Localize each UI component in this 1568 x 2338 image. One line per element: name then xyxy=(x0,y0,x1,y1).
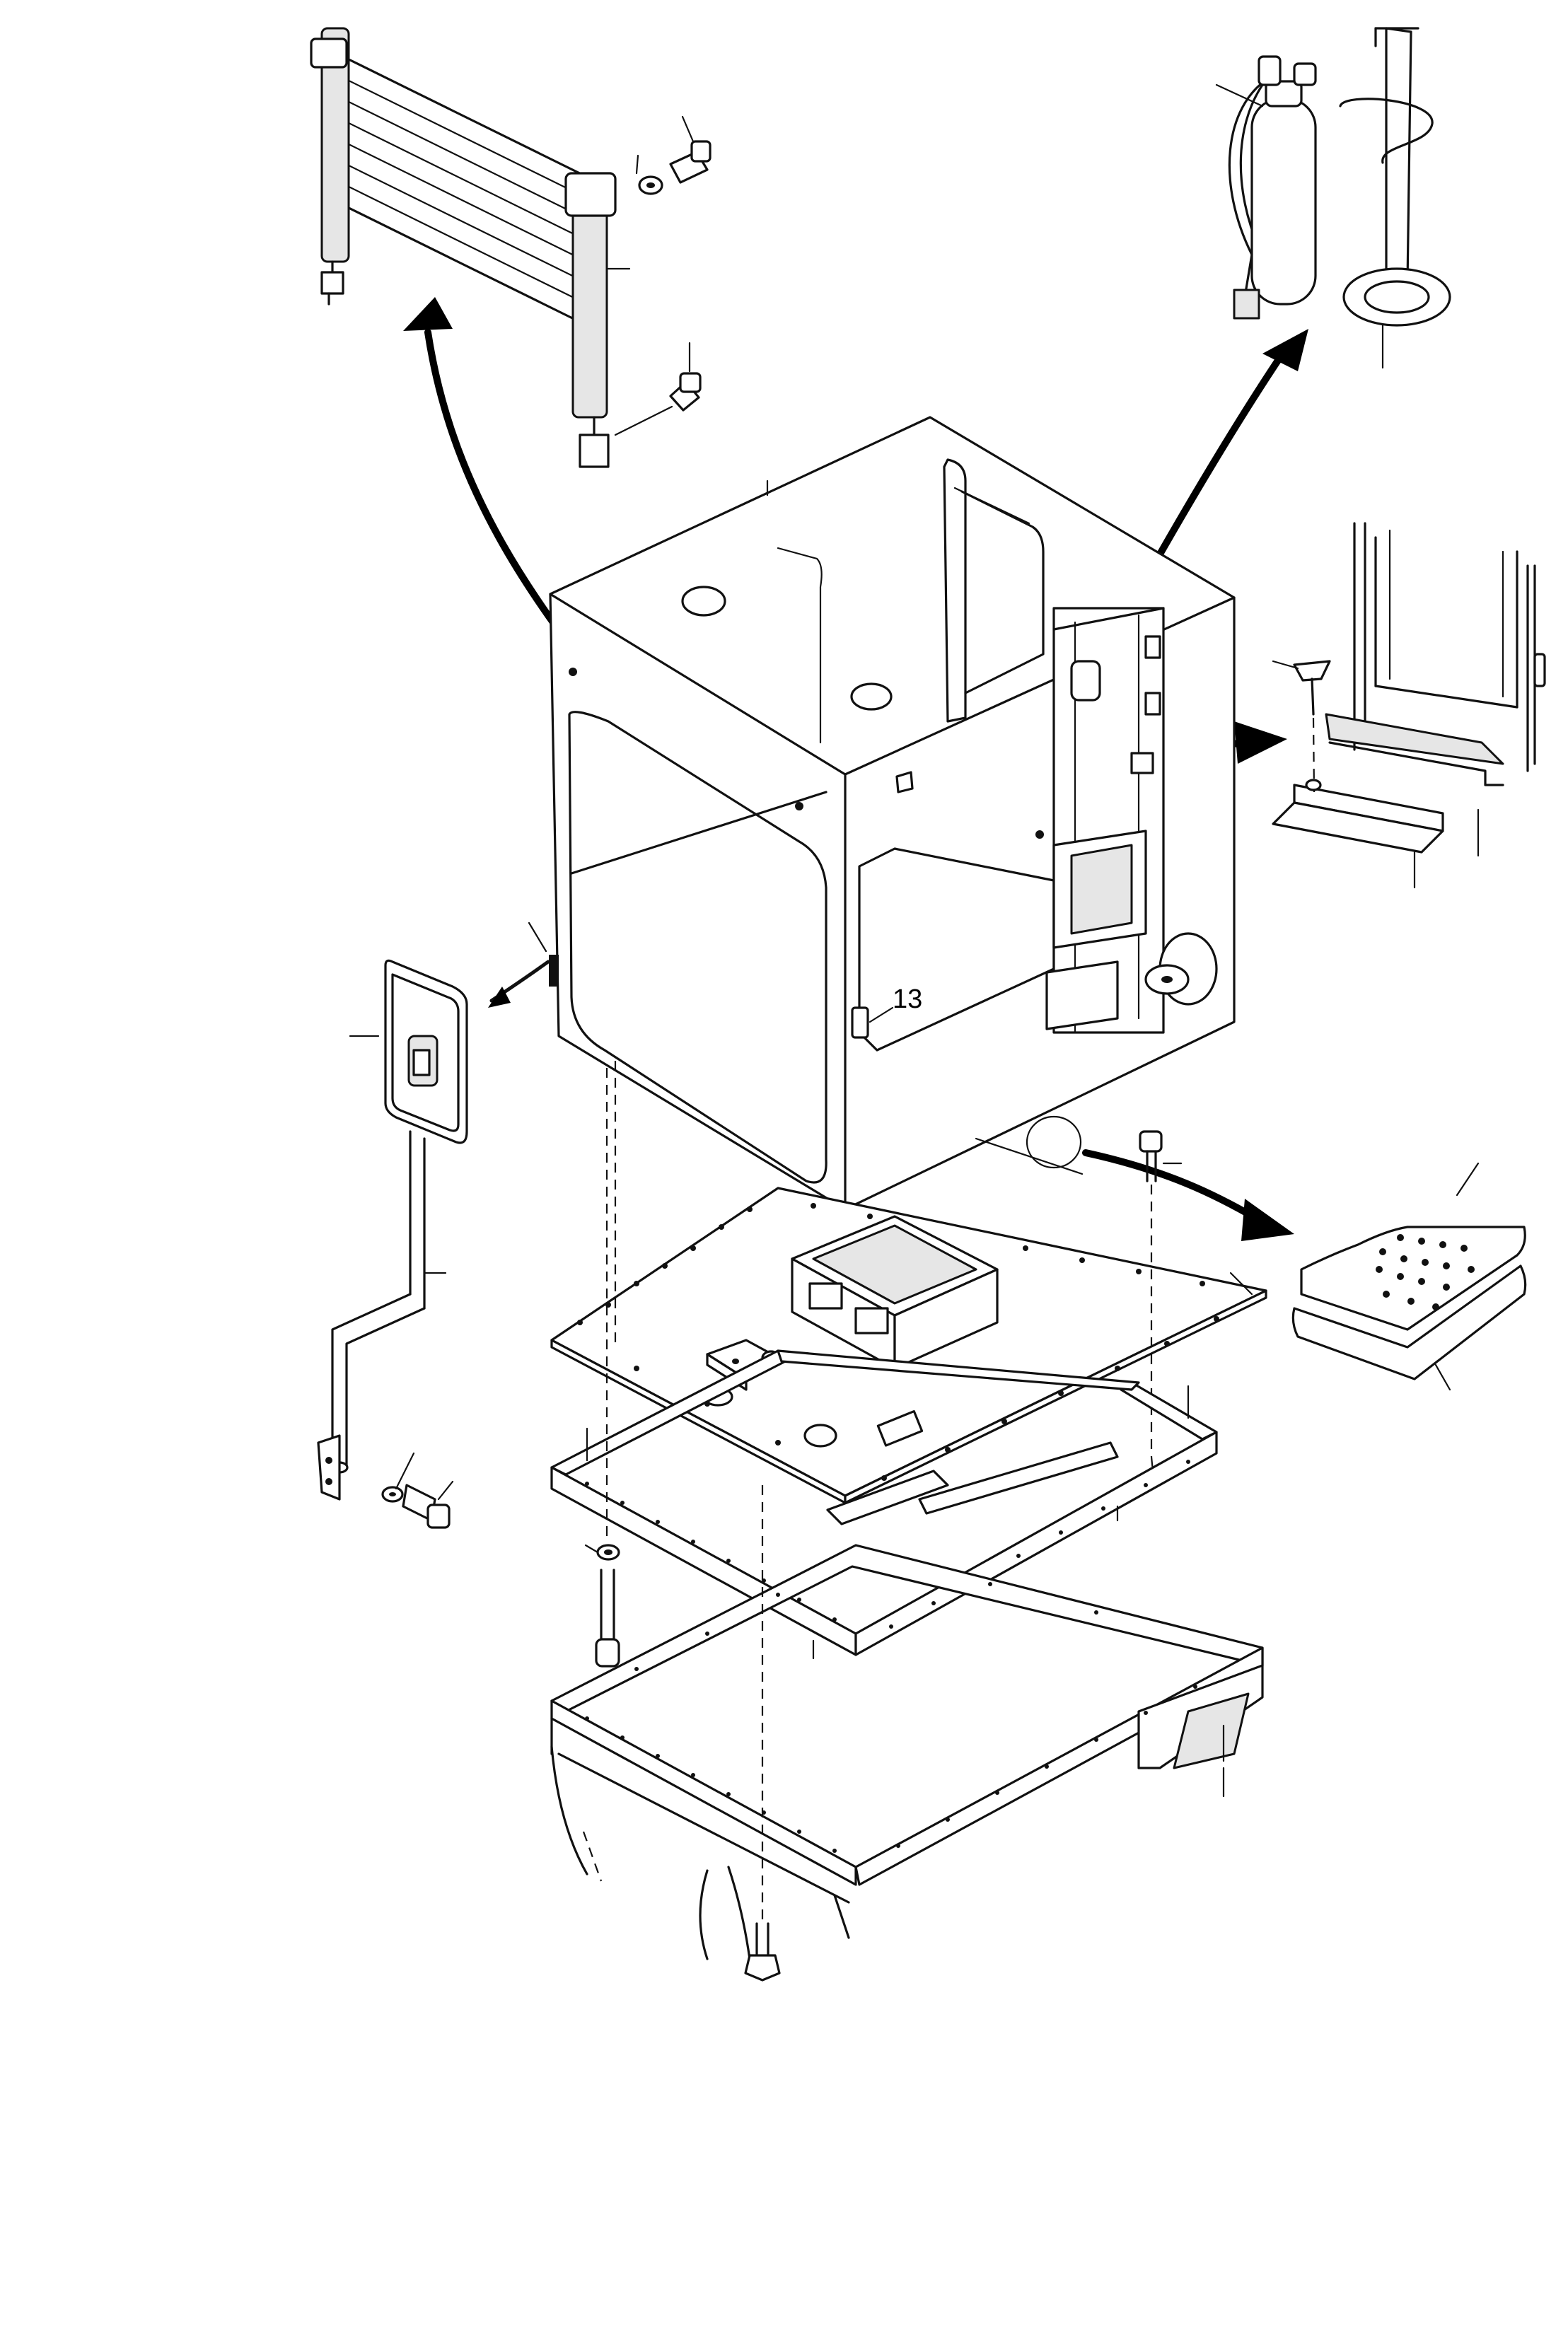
arrow-icon xyxy=(1026,1115,1294,1241)
floor-plate xyxy=(550,1187,1267,1504)
arrow-icon xyxy=(488,921,550,1008)
leader-line xyxy=(869,1006,894,1023)
leader-line xyxy=(975,1137,1084,1175)
receiver-drier xyxy=(1215,55,1317,320)
screw-icon xyxy=(1293,660,1331,716)
bolt-icon xyxy=(584,1544,620,1668)
bolt-icon xyxy=(669,140,712,184)
mirror-assembly xyxy=(317,959,468,1529)
condenser-assembly xyxy=(310,27,712,468)
washer-icon xyxy=(638,175,663,195)
fan-icon xyxy=(1144,932,1218,1006)
bolt-icon xyxy=(669,372,702,412)
drier-bracket xyxy=(1339,27,1451,369)
rivet-holes xyxy=(577,1203,1219,1481)
insulation-pads xyxy=(1291,1162,1527,1391)
cab-body xyxy=(549,416,1236,1211)
window-seal-detail xyxy=(1272,522,1546,889)
assembly-line xyxy=(1150,1456,1154,1472)
subframe xyxy=(550,1349,1218,1660)
cap-screw-icon xyxy=(1139,1130,1183,1182)
perforation-holes xyxy=(1376,1234,1475,1310)
washer-icon xyxy=(381,1486,404,1503)
bolt-icon xyxy=(744,1485,781,1982)
bolt-icon xyxy=(402,1484,451,1529)
callout-13: 13 xyxy=(893,984,922,1014)
